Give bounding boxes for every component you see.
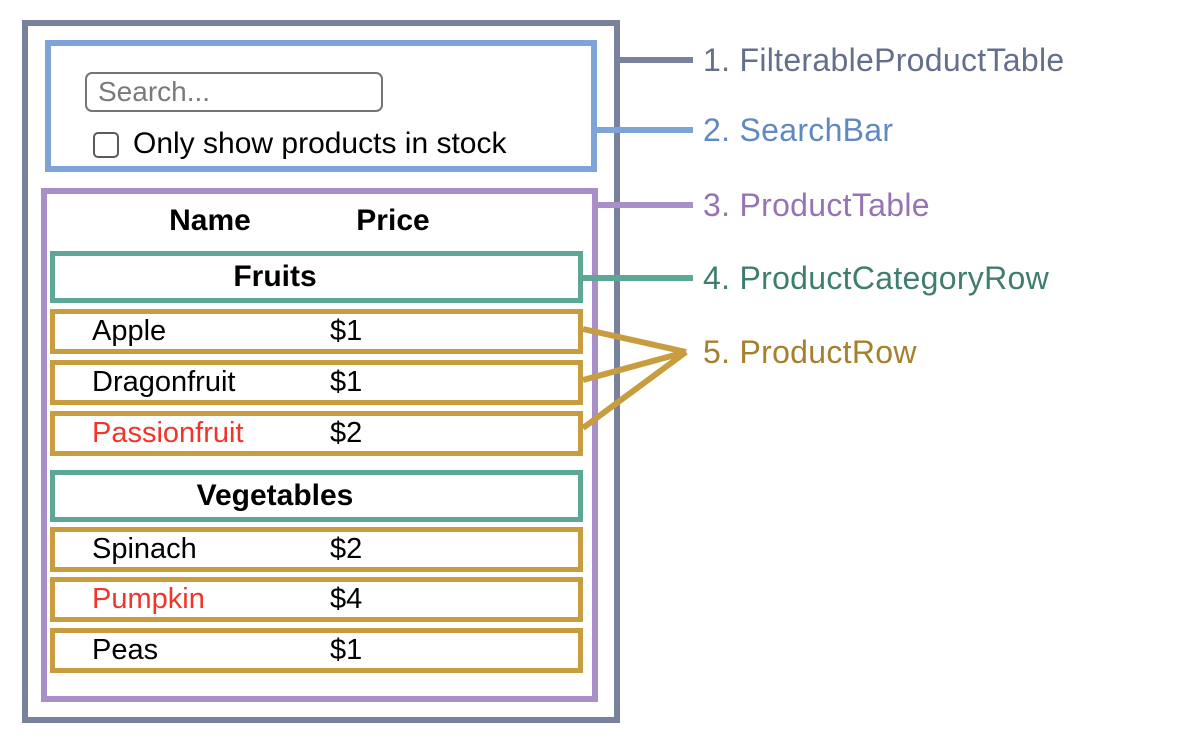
- annotation-search-bar: 2. SearchBar: [703, 111, 894, 148]
- product-category-label: Fruits: [233, 260, 317, 293]
- product-row: Peas $1: [50, 628, 583, 673]
- column-header-name: Name: [169, 204, 251, 237]
- product-row: Passionfruit $2: [50, 411, 583, 456]
- product-price: $2: [330, 417, 363, 449]
- product-category-label: Vegetables: [196, 479, 354, 512]
- product-price: $2: [330, 533, 363, 565]
- product-category-row: Fruits: [50, 251, 583, 303]
- product-row: Apple $1: [50, 309, 583, 354]
- product-category-row: Vegetables: [50, 470, 583, 522]
- annotation-filterable-product-table: 1. FilterableProductTable: [703, 41, 1065, 78]
- product-name: Apple: [92, 315, 167, 347]
- product-name: Pumpkin: [92, 583, 205, 615]
- product-price: $4: [330, 583, 363, 615]
- annotation-product-category-row: 4. ProductCategoryRow: [703, 259, 1050, 296]
- product-price: $1: [330, 366, 363, 398]
- product-name: Dragonfruit: [92, 366, 236, 398]
- product-row: Dragonfruit $1: [50, 360, 583, 405]
- annotation-product-row: 5. ProductRow: [703, 333, 917, 370]
- in-stock-checkbox[interactable]: [93, 132, 119, 158]
- product-row: Pumpkin $4: [50, 577, 583, 622]
- product-price: $1: [330, 634, 363, 666]
- product-name: Peas: [92, 634, 159, 666]
- annotation-product-table: 3. ProductTable: [703, 186, 930, 223]
- product-name: Spinach: [92, 533, 197, 565]
- column-header-price: Price: [356, 204, 430, 237]
- in-stock-checkbox-label: Only show products in stock: [133, 127, 507, 160]
- product-price: $1: [330, 315, 363, 347]
- search-input[interactable]: [85, 72, 383, 112]
- product-row: Spinach $2: [50, 527, 583, 572]
- product-name: Passionfruit: [92, 417, 244, 449]
